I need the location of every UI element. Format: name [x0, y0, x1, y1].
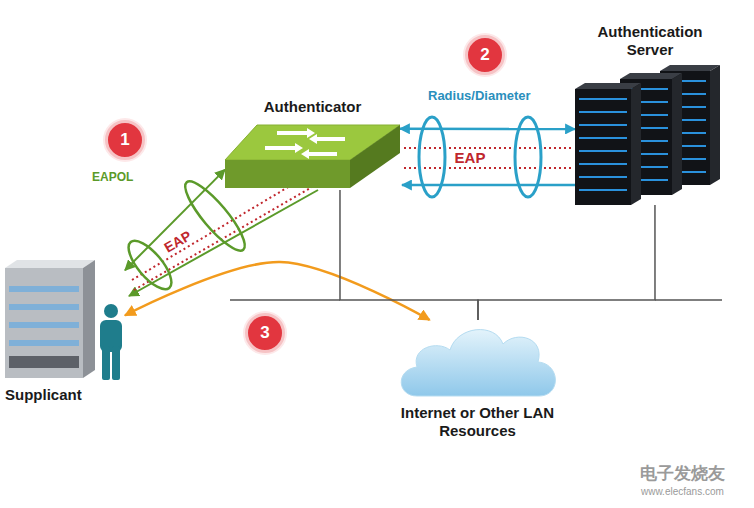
radius-return-line — [402, 184, 575, 187]
authenticator-switch-icon — [225, 122, 400, 190]
watermark: 电子发烧友 — [640, 462, 725, 485]
access-link — [125, 262, 430, 320]
node-label: Authentication Server — [580, 23, 720, 59]
node-label: Internet or Other LAN Resources — [398, 404, 558, 440]
server-rack-icon — [575, 65, 725, 205]
callout-number: 3 — [245, 313, 285, 353]
eapol-link — [125, 170, 225, 271]
lan-wire — [340, 190, 478, 320]
lan-bus — [655, 299, 722, 301]
eap-dotted-line — [404, 167, 573, 169]
callout-number: 2 — [465, 35, 505, 75]
eap-dotted-line — [404, 147, 573, 149]
edge-label: Radius/Diameter — [428, 88, 531, 103]
radius-link — [400, 128, 575, 131]
server-rack: Authentication Server — [575, 65, 725, 205]
lan-bus — [230, 299, 340, 301]
node-label: Supplicant — [5, 386, 135, 404]
protocol-label: EAP — [159, 227, 197, 258]
callout-number: 1 — [105, 120, 145, 160]
supplicant-node: Supplicant — [5, 258, 125, 380]
eap-dotted-line — [132, 180, 300, 280]
watermark: www.elecfans.com — [641, 486, 724, 497]
lan-wire — [478, 205, 655, 320]
network-cloud: Internet or Other LAN Resources — [395, 320, 560, 398]
edge-label: EAPOL — [92, 170, 133, 184]
supplicant-node-icon — [5, 258, 125, 380]
node-label: Authenticator — [228, 98, 398, 116]
authenticator-switch: Authenticator — [225, 122, 400, 190]
protocol-label: EAP — [452, 150, 489, 167]
network-cloud-icon — [395, 320, 560, 398]
